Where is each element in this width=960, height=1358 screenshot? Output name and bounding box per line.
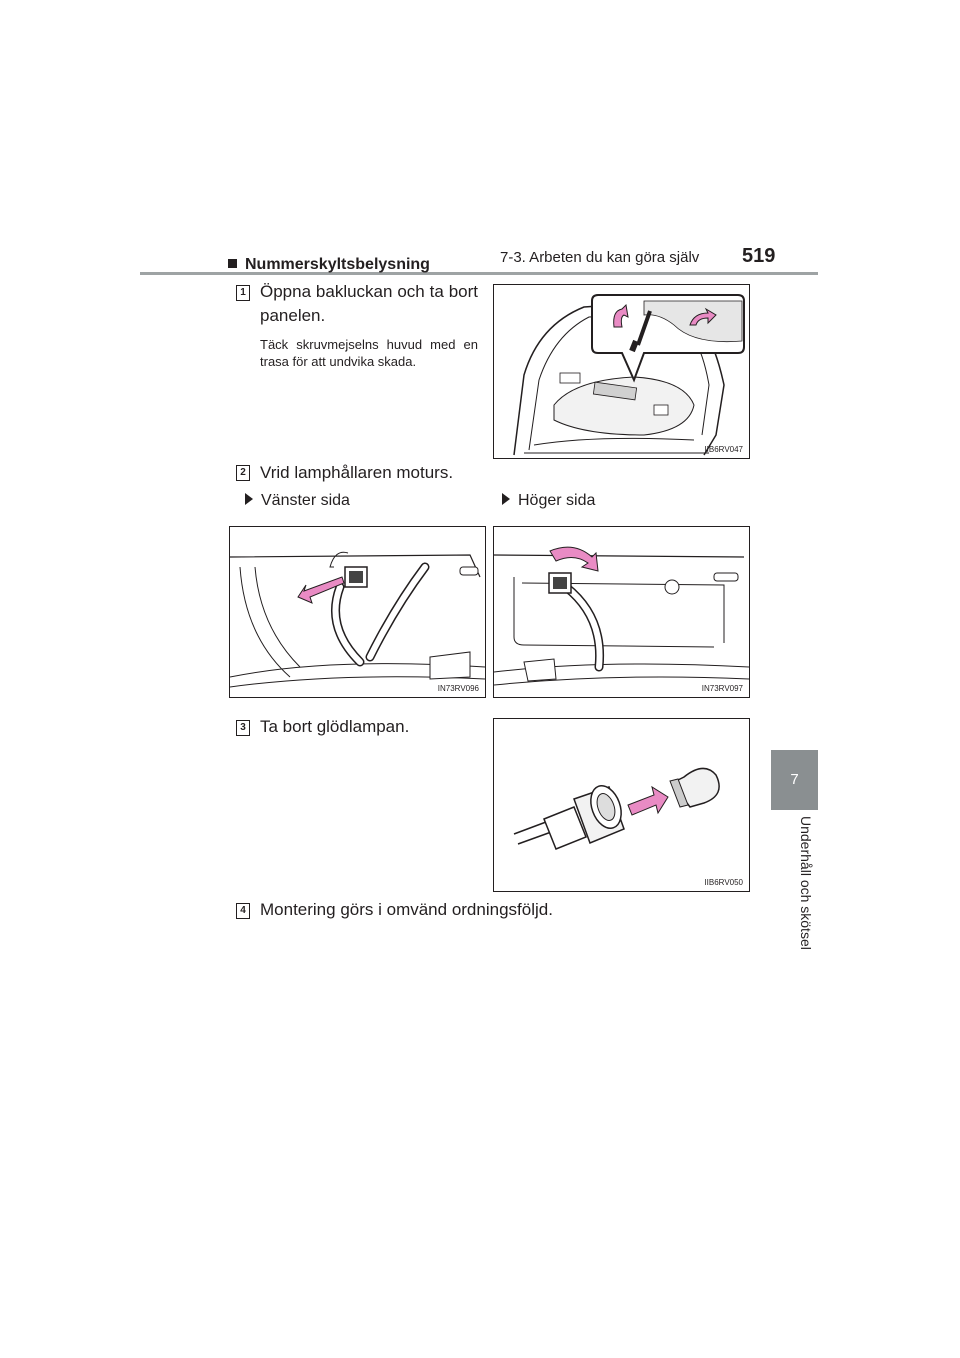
left-lamp-holder-illustration — [230, 551, 485, 688]
left-side-label-text: Vänster sida — [261, 492, 350, 509]
step-2-text: Vrid lamphållaren moturs. — [260, 463, 454, 482]
step-1-text: Öppna bakluckan och ta bort panelen. — [260, 282, 478, 325]
section-heading: Nummerskyltsbelysning — [228, 256, 430, 274]
figure-code: IN73RV096 — [437, 684, 479, 693]
step-3-text: Ta bort glödlampan. — [260, 717, 410, 736]
step-number-3: 3 — [236, 720, 250, 736]
step-4-text: Montering görs i omvänd ordningsföljd. — [260, 900, 553, 919]
left-side-label: Vänster sida — [245, 492, 350, 510]
step-1-note: Täck skruvmejselns huvud med en trasa fö… — [260, 337, 478, 369]
page-number: 519 — [742, 245, 776, 267]
figure-code: IIB6RV050 — [704, 878, 743, 887]
figure-left-side: IN73RV096 — [229, 526, 486, 698]
section-heading-text: Nummerskyltsbelysning — [245, 256, 430, 273]
running-header-title: 7-3. Arbeten du kan göra själv — [500, 249, 700, 266]
right-lamp-holder-illustration — [494, 546, 749, 686]
right-side-label: Höger sida — [502, 492, 595, 510]
chapter-tab: 7 — [771, 750, 818, 810]
chapter-side-label: Underhåll och skötsel — [798, 816, 820, 966]
figure-code: IIB6RV047 — [704, 445, 743, 454]
heading-square-icon — [228, 259, 237, 268]
step-number-1: 1 — [236, 285, 250, 301]
triangle-bullet-icon — [502, 493, 510, 505]
chapter-side-label-text: Underhåll och skötsel — [798, 816, 814, 950]
figure-open-hatch: IIB6RV047 — [493, 284, 750, 459]
step-number-4: 4 — [236, 903, 250, 919]
bulb-removal-illustration — [513, 767, 720, 850]
hatch-illustration — [513, 294, 745, 456]
step-number-2: 2 — [236, 465, 250, 481]
figure-right-side: IN73RV097 — [493, 526, 750, 698]
right-side-label-text: Höger sida — [518, 492, 596, 509]
figure-remove-bulb: IIB6RV050 — [493, 718, 750, 892]
figure-code: IN73RV097 — [701, 684, 743, 693]
triangle-bullet-icon — [245, 493, 253, 505]
header-rule — [140, 272, 818, 275]
